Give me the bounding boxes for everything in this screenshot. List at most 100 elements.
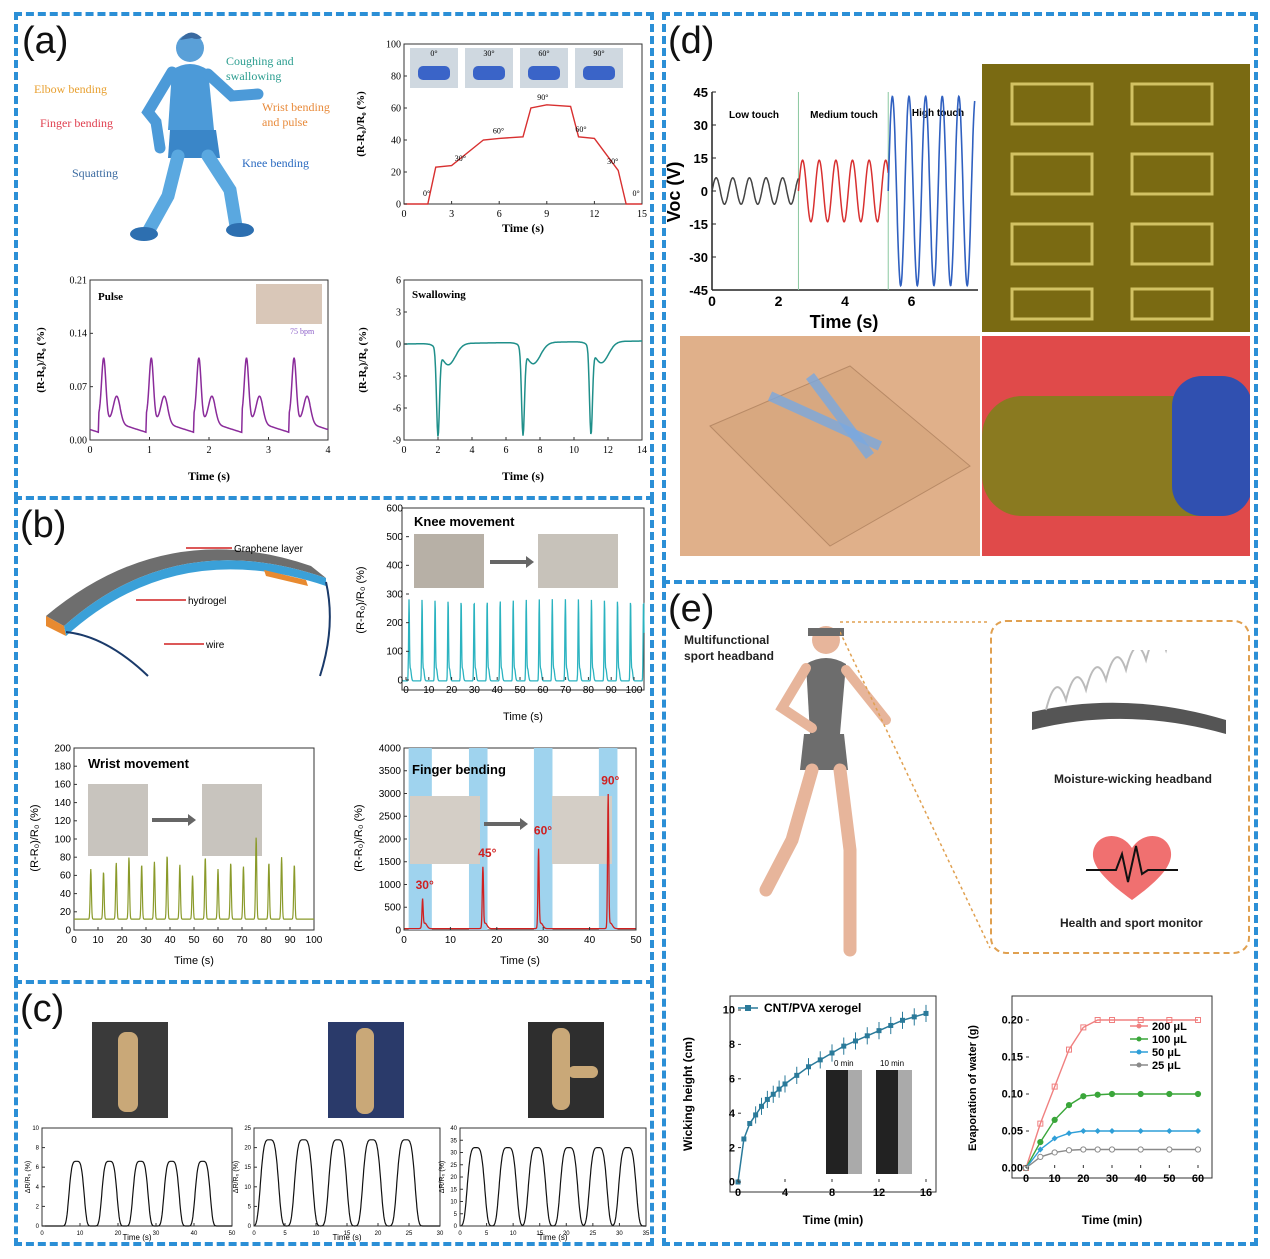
zone-high-touch: High touch (912, 108, 964, 119)
y-tick-label: -9 (393, 435, 401, 446)
y-tick-label: 0 (454, 1224, 458, 1230)
callout-box (990, 620, 1250, 954)
y-tick-label: 15 (450, 1187, 457, 1193)
x-tick-label: 4 (782, 1187, 789, 1199)
data-point (829, 1050, 835, 1056)
x-tick-label: 60 (537, 685, 549, 696)
y-tick-label: 3500 (379, 766, 402, 777)
x-tick-label: 12 (603, 445, 613, 456)
x-tick-label: 0 (402, 209, 407, 220)
x-axis-label: Time (min) (1082, 1213, 1142, 1227)
y-tick-label: 0 (729, 1177, 735, 1189)
y-tick-label: 8 (36, 1146, 40, 1152)
runner-illustration (759, 626, 891, 957)
step-label: 0° (632, 189, 639, 198)
y-tick-label: 500 (386, 532, 403, 543)
y-tick-label: 600 (386, 504, 403, 514)
x-tick-label: 30 (538, 935, 550, 946)
x-tick-label: 30 (469, 685, 481, 696)
x-tick-label: 25 (590, 1231, 597, 1237)
data-point (1137, 1128, 1144, 1134)
x-tick-label: 40 (1135, 1173, 1147, 1185)
y-tick-label: 0.00 (1002, 1163, 1023, 1175)
x-axis-label: Time (s) (502, 469, 544, 483)
data-point (1194, 1090, 1202, 1098)
data-point (1065, 1147, 1073, 1154)
x-tick-label: 10 (510, 1231, 517, 1237)
x-tick-label: 0 (708, 293, 716, 309)
x-tick-label: 25 (406, 1231, 413, 1237)
x-tick-label: 0 (402, 445, 407, 456)
x-axis-label: Time (s) (810, 312, 879, 332)
x-tick-label: 10 (92, 935, 104, 946)
y-tick-label: 25 (244, 1126, 251, 1132)
data-point (741, 1136, 747, 1142)
label-headband: Multifunctional sport headband (684, 633, 775, 663)
legend-marker (1136, 1049, 1142, 1055)
y-tick-label: 10 (723, 1005, 735, 1017)
x-tick-label: 8 (829, 1187, 835, 1199)
photo-label-3: 90° (593, 49, 604, 58)
x-tick-label: 80 (583, 685, 595, 696)
data-point (1094, 1128, 1101, 1134)
y-axis-label: (R-R₀)/R₀ (%) (357, 327, 369, 393)
data-point (1108, 1090, 1116, 1098)
data-point (1166, 1017, 1173, 1023)
y-tick-label: 140 (54, 798, 71, 809)
x-tick-label: 0 (1023, 1173, 1029, 1185)
label-moisture-headband: Moisture-wicking headband (1054, 772, 1213, 786)
data-point (1137, 1017, 1144, 1023)
label-squatting: Squatting (72, 166, 119, 180)
walking-person-illustration (130, 32, 264, 241)
panel-label-c: (c) (20, 988, 65, 1030)
data-point (841, 1043, 847, 1049)
x-tick-label: 1 (147, 445, 152, 456)
y-tick-label: 30 (694, 118, 708, 133)
panel-c-frame (14, 980, 654, 1246)
data-point (794, 1072, 800, 1078)
x-tick-label: 16 (920, 1187, 932, 1199)
x-tick-label: 2 (436, 445, 441, 456)
d-photo-sensor-array (982, 64, 1250, 332)
x-tick-label: 3 (266, 445, 271, 456)
y-tick-label: 20 (244, 1146, 251, 1152)
y-tick-label: 0 (397, 675, 403, 686)
angle-label-30: 30° (416, 878, 434, 892)
legend-label: 50 μL (1152, 1047, 1181, 1059)
legend-label: 200 μL (1152, 1021, 1187, 1033)
angle-label-45: 45° (478, 846, 496, 860)
legend-label: 25 μL (1152, 1060, 1181, 1072)
data-point (1166, 1146, 1173, 1153)
y-tick-label: 200 (386, 618, 403, 629)
data-point (747, 1121, 753, 1127)
y-axis-label: Wicking height (cm) (681, 1037, 695, 1151)
y-tick-label: 20 (391, 167, 401, 178)
angle-label-60: 60° (534, 823, 552, 837)
y-tick-label: -6 (393, 403, 401, 414)
data-point (1051, 1083, 1058, 1090)
y-tick-label: 500 (384, 903, 401, 914)
x-tick-label: 6 (504, 445, 509, 456)
x-tick-label: 20 (115, 1231, 122, 1237)
data-point (1051, 1135, 1058, 1142)
moisture-headband-icon (1032, 650, 1226, 734)
angle-label-90: 90° (601, 773, 619, 787)
headband-callout-lines (840, 621, 991, 949)
y-tick-label: 80 (391, 71, 401, 82)
d-photo-wrist-device (982, 336, 1250, 556)
x-tick-label: 20 (1077, 1173, 1089, 1185)
zone-low-touch: Low touch (729, 110, 779, 121)
data-point (1051, 1116, 1058, 1123)
c-photo-mannequin-squat (328, 1022, 404, 1118)
y-tick-label: 0 (248, 1224, 252, 1230)
x-axis-label: Time (s) (502, 221, 544, 235)
graphene-hydrogel-diagram: Graphene layer hydrogel wire (46, 544, 331, 677)
label-knee: Knee bending (242, 156, 309, 170)
panel-e-frame (662, 580, 1258, 1246)
x-tick-label: 10 (569, 445, 579, 456)
data-point (1137, 1146, 1144, 1153)
x-tick-label: 30 (140, 935, 152, 946)
